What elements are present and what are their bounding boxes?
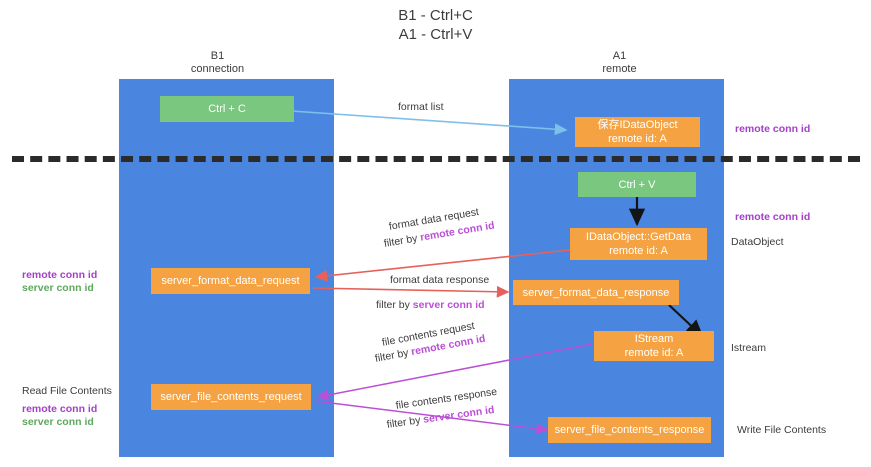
arrow-format-data-request: [314, 249, 571, 282]
annotation-left-server-conn-id-2: server conn id: [22, 416, 94, 428]
node-server-format-data-request[interactable]: server_format_data_request: [151, 268, 310, 294]
annotation-left-remote-conn-id-1: remote conn id: [22, 269, 98, 281]
annotation-dataobject: DataObject: [731, 236, 784, 248]
node-ctrl-c[interactable]: Ctrl + C: [160, 96, 294, 122]
node-ctrl-v[interactable]: Ctrl + V: [578, 172, 696, 197]
page-title: B1 - Ctrl+C A1 - Ctrl+V: [398, 7, 473, 43]
arrow-response-to-istream: [668, 304, 704, 338]
arrow-file-contents-response: [314, 400, 549, 435]
arrow-format-list: [276, 109, 568, 136]
node-istream[interactable]: IStream remote id: A: [594, 331, 714, 361]
edge-label-format-data-response: format data response: [390, 274, 490, 286]
phase-divider: [12, 156, 860, 162]
edge-label-format-list: format list: [398, 101, 444, 113]
filter-key-server-conn-id: server conn id: [412, 299, 485, 311]
node-idataobject-getdata[interactable]: IDataObject::GetData remote id: A: [570, 228, 707, 260]
edge-label-format-data-response-filter: filter by server conn id: [376, 299, 485, 312]
node-server-file-contents-request[interactable]: server_file_contents_request: [151, 384, 311, 410]
annotation-left-server-conn-id-1: server conn id: [22, 282, 94, 294]
node-save-idataobject[interactable]: 保存IDataObject remote id: A: [575, 117, 700, 147]
annotation-remote-conn-id-top: remote conn id: [735, 123, 811, 135]
filter-prefix: filter by: [376, 299, 413, 311]
annotation-istream: Istream: [731, 342, 767, 354]
node-server-file-contents-response[interactable]: server_file_contents_response: [548, 417, 711, 443]
annotation-write-file-contents: Write File Contents: [737, 424, 827, 436]
column-header-b1: B1 connection: [190, 50, 245, 75]
node-server-format-data-response[interactable]: server_format_data_response: [513, 280, 679, 305]
annotation-read-file-contents: Read File Contents: [22, 385, 112, 397]
column-header-a1: A1 remote: [602, 50, 637, 75]
arrow-format-data-response: [312, 285, 510, 298]
arrow-file-contents-request: [316, 343, 593, 401]
annotation-left-remote-conn-id-2: remote conn id: [22, 403, 98, 415]
annotation-remote-conn-id-mid: remote conn id: [735, 211, 811, 223]
